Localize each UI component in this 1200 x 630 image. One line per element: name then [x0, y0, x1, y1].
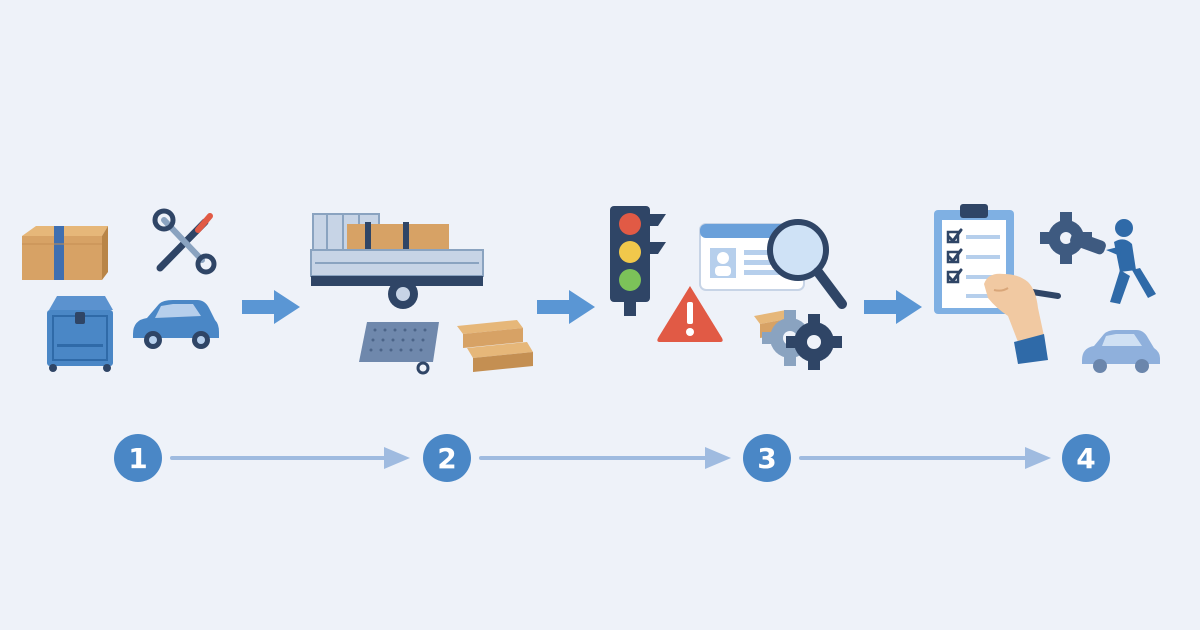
step-4-illustration [928, 198, 1173, 378]
truck-icon [310, 213, 484, 309]
flow-arrow-1 [242, 290, 300, 324]
mechanic-gear-icon [1040, 212, 1156, 304]
warning-icon [657, 286, 723, 342]
step-1-badge: 1 [114, 434, 162, 482]
magnifier-icon [767, 219, 847, 309]
step-connector-1 [170, 447, 410, 469]
step-4-badge: 4 [1062, 434, 1110, 482]
car-icon [133, 300, 219, 349]
step-connector-2 [479, 447, 731, 469]
tools-icon [152, 208, 217, 275]
traffic-light-icon [610, 206, 666, 316]
step-3-badge: 3 [743, 434, 791, 482]
package-icon [22, 226, 108, 280]
step-2-badge: 2 [423, 434, 471, 482]
trailer-platform-icon [359, 322, 439, 375]
flow-arrow-3 [864, 290, 922, 324]
boxes-icon [457, 320, 533, 372]
small-car-icon [1082, 330, 1160, 373]
step-connector-3 [799, 447, 1051, 469]
gear-box-icon [754, 310, 842, 370]
step-3-illustration [600, 200, 850, 380]
step-2-illustration [305, 200, 535, 380]
step-1-illustration [15, 200, 230, 380]
toolbox-icon [47, 296, 113, 372]
flow-arrow-2 [537, 290, 595, 324]
signing-hand-icon [984, 273, 1061, 364]
